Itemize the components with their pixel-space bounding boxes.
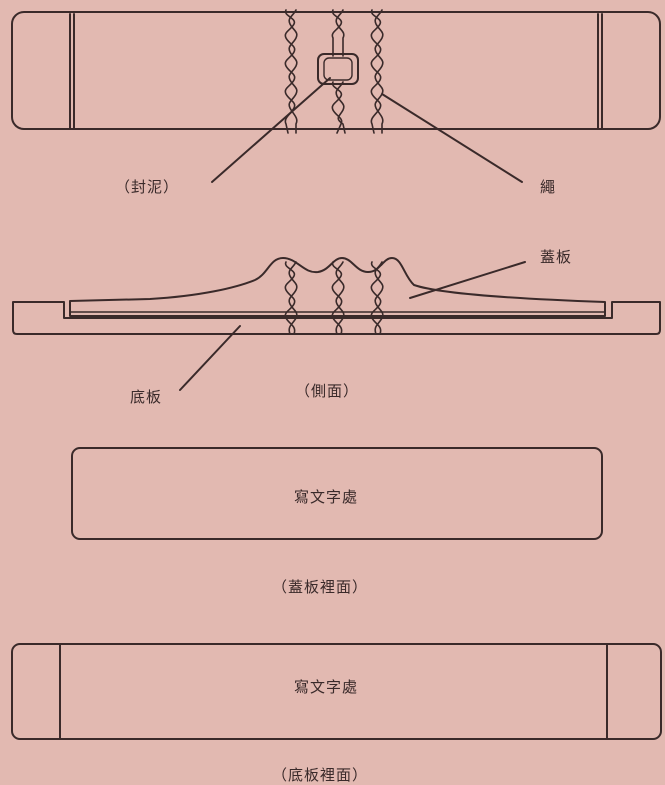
base-inside-caption: （底板裡面）: [272, 766, 369, 784]
seal-label: （封泥）: [115, 178, 180, 196]
lid-inside-caption: （蓋板裡面）: [272, 578, 369, 596]
top-view-ropes: [284, 9, 384, 134]
side-view-ropes: [284, 261, 384, 335]
top-view-tablet: [11, 11, 661, 130]
lid-leader-line: [409, 261, 526, 299]
side-view: [12, 257, 661, 335]
writing-area-label-lid: 寫文字處: [294, 488, 359, 506]
base-inside-panel: [11, 643, 662, 740]
seal-leader-line: [211, 77, 331, 183]
base-leader-line: [179, 325, 241, 391]
writing-area-label-base: 寫文字處: [294, 678, 359, 696]
lid-inside-panel: [71, 447, 603, 540]
rope-label: 繩: [540, 178, 557, 196]
rope-leader-line: [381, 93, 523, 183]
side-view-caption: （側面）: [295, 382, 360, 400]
base-label: 底板: [130, 388, 163, 406]
clay-seal: [317, 53, 359, 85]
lid-label: 蓋板: [540, 248, 573, 266]
